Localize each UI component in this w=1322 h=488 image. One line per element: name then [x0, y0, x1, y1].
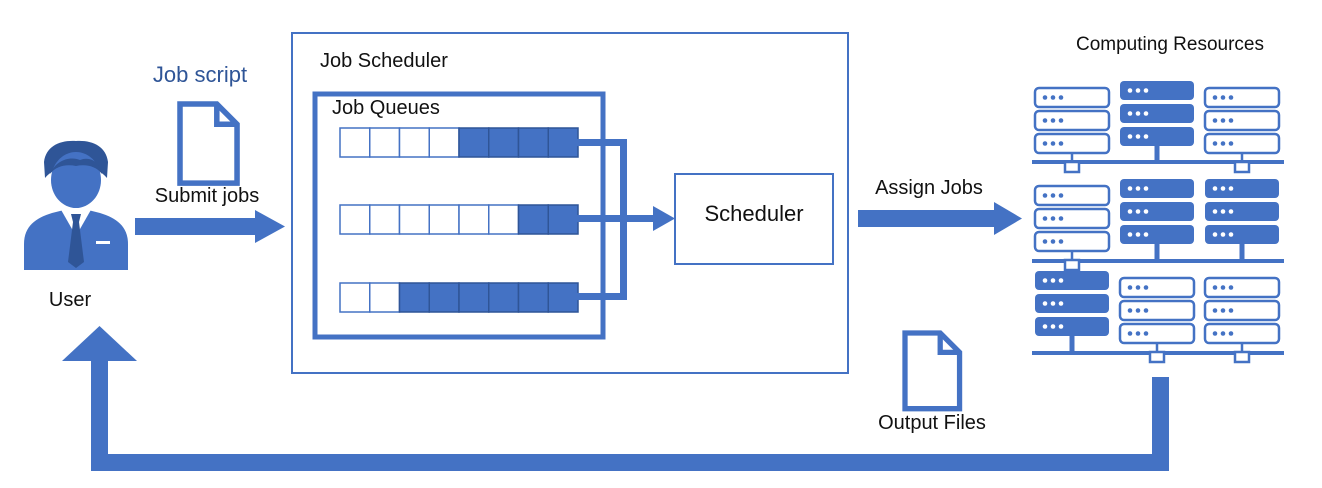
queue-slot-filled	[398, 282, 430, 313]
computing-resources-cluster	[1032, 81, 1284, 364]
job-queues	[339, 127, 579, 313]
output-files-document-icon	[905, 333, 960, 409]
server-rack-icon	[1118, 276, 1196, 364]
server-rack-icon	[1033, 184, 1111, 272]
submit-jobs-label: Submit jobs	[155, 185, 260, 207]
queue-slot-filled	[428, 282, 460, 313]
queue-slot-empty	[369, 282, 401, 313]
server-rack-icon	[1203, 276, 1281, 364]
queue-slot-filled	[488, 127, 520, 158]
queue-slot-filled	[517, 127, 549, 158]
queue-slot-empty	[488, 204, 520, 235]
queue-slot-empty	[369, 127, 401, 158]
queue-slot-empty	[339, 282, 371, 313]
output-files-label: Output Files	[878, 412, 986, 434]
scheduler-box	[674, 173, 834, 265]
assign-jobs-arrow	[858, 202, 1022, 235]
queue-slot-empty	[339, 127, 371, 158]
job-queues-label: Job Queues	[332, 97, 440, 119]
queue-slot-filled	[458, 127, 490, 158]
job-scheduler-label: Job Scheduler	[320, 50, 448, 72]
queue-slot-filled	[458, 282, 490, 313]
job-script-document-icon	[180, 104, 237, 183]
server-rack-icon	[1033, 86, 1111, 174]
queue-slot-empty	[369, 204, 401, 235]
submit-jobs-arrow	[135, 210, 285, 243]
assign-jobs-label: Assign Jobs	[875, 177, 983, 199]
queue-slot-empty	[339, 204, 371, 235]
server-rack-icon	[1120, 81, 1194, 161]
server-rack-icon	[1205, 179, 1279, 259]
queue-connectors	[577, 139, 675, 300]
queue-slot-empty	[428, 127, 460, 158]
queue-slot-filled	[547, 127, 579, 158]
queue-slot-filled	[547, 204, 579, 235]
queue-slot-empty	[458, 204, 490, 235]
job-scheduler-box	[291, 32, 849, 374]
output-return-arrow	[62, 326, 1169, 471]
server-rack-icon	[1120, 179, 1194, 259]
queue-slot-filled	[488, 282, 520, 313]
user-icon	[24, 140, 128, 270]
queue-slot-filled	[517, 282, 549, 313]
computing-resources-label: Computing Resources	[1076, 34, 1264, 55]
queue-slot-empty	[398, 127, 430, 158]
scheduler-label: Scheduler	[704, 201, 803, 226]
queue-slot-empty	[398, 204, 430, 235]
queue-slot-filled	[517, 204, 549, 235]
queue-slot-empty	[428, 204, 460, 235]
user-label: User	[49, 289, 92, 311]
queue-slot-filled	[547, 282, 579, 313]
server-rack-icon	[1035, 271, 1109, 351]
job-script-label: Job script	[153, 62, 247, 87]
server-rack-icon	[1203, 86, 1281, 174]
